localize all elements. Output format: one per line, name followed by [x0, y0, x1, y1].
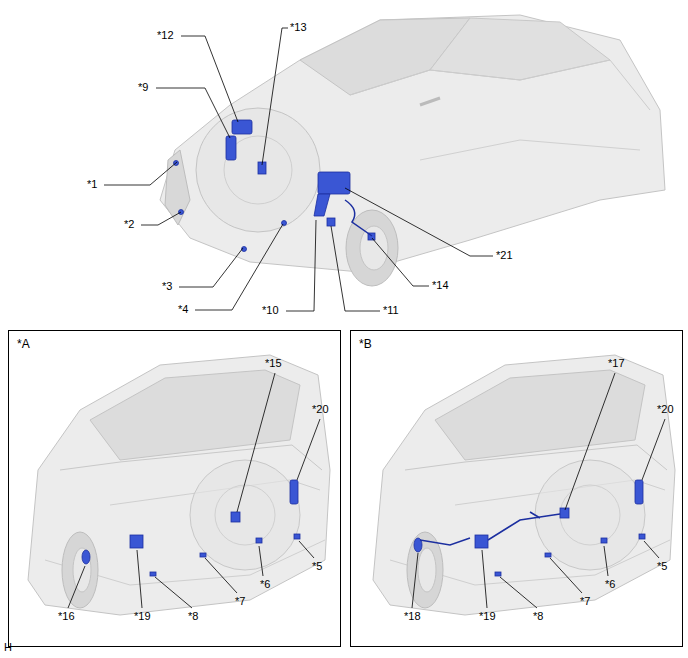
callout-number: *3	[162, 280, 172, 293]
callout-number: *10	[262, 304, 279, 317]
callout-number: *4	[178, 303, 188, 316]
callout-number: *1	[87, 178, 97, 191]
callout-number: *12	[157, 29, 174, 42]
callout-number: *8	[188, 610, 198, 623]
callout-number: *11	[383, 304, 399, 317]
callout-number: *18	[404, 610, 421, 623]
callout-number: *6	[260, 578, 270, 591]
callout-number: *2	[124, 218, 134, 231]
callout-number: H	[4, 641, 12, 654]
callout-number: *7	[580, 595, 590, 608]
callout-number: *20	[312, 403, 329, 416]
callout-number: *16	[58, 610, 75, 623]
view-panel: *A	[8, 330, 341, 647]
view-panel: *B	[350, 330, 683, 647]
callout-number: *17	[608, 357, 625, 370]
callout-number: *7	[235, 595, 245, 608]
callout-number: *5	[312, 560, 322, 573]
callout-number: *6	[605, 578, 615, 591]
callout-number: *5	[657, 560, 667, 573]
view-heading: *A	[17, 337, 30, 351]
callout-number: *20	[657, 403, 674, 416]
callout-number: *19	[134, 610, 151, 623]
callout-number: *14	[432, 279, 449, 292]
callout-number: *13	[290, 21, 307, 34]
view-heading: *B	[359, 337, 372, 351]
callout-number: *8	[533, 610, 543, 623]
callout-number: *19	[479, 610, 496, 623]
callout-number: *9	[138, 81, 148, 94]
callout-number: *15	[265, 357, 282, 370]
callout-number: *21	[496, 249, 513, 262]
